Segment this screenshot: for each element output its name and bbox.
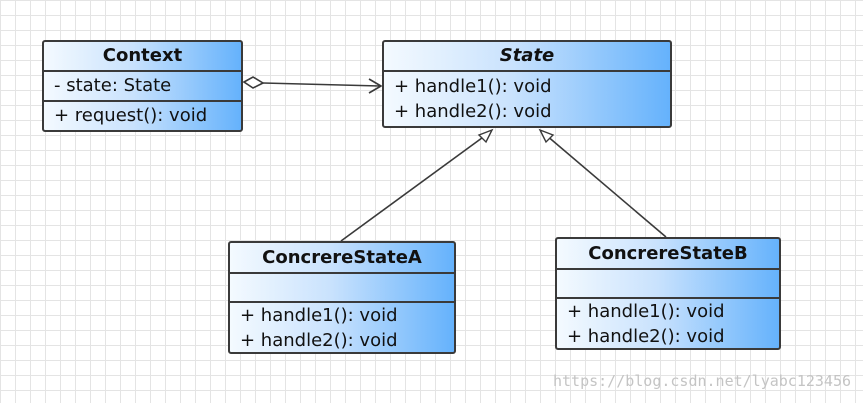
generalization-line-a — [340, 134, 487, 242]
attribute-section — [557, 270, 779, 299]
class-name: Context — [44, 42, 241, 72]
generalization-line-b — [545, 134, 667, 238]
aggregation-connector[interactable] — [242, 76, 383, 94]
operation-section: + handle1(): void + handle2(): void — [384, 72, 670, 124]
class-context[interactable]: Context - state: State + request(): void — [42, 40, 243, 132]
inheritance-triangle-icon — [477, 128, 494, 144]
attribute: - state: State — [54, 75, 172, 96]
operation: + handle2(): void — [394, 101, 552, 122]
attribute-section: - state: State — [44, 72, 241, 102]
operation: + handle2(): void — [567, 326, 725, 347]
class-state[interactable]: State + handle1(): void + handle2(): voi… — [382, 40, 672, 128]
class-name: State — [384, 42, 670, 72]
operation-section: + handle1(): void + handle2(): void — [557, 299, 779, 348]
inheritance-triangle-icon — [538, 128, 555, 144]
operation: + request(): void — [54, 105, 208, 126]
attribute-section — [230, 274, 454, 303]
open-arrowhead-icon — [368, 78, 383, 94]
aggregation-diamond-icon — [242, 76, 265, 89]
operation-section: + request(): void — [44, 102, 241, 130]
generalization-connector-b[interactable] — [538, 128, 667, 238]
operation: + handle2(): void — [240, 330, 398, 351]
operation: + handle1(): void — [567, 301, 725, 322]
aggregation-line — [262, 82, 381, 87]
generalization-connector-a[interactable] — [340, 128, 494, 242]
class-name: ConcrereStateB — [557, 239, 779, 270]
class-concrete-state-b[interactable]: ConcrereStateB + handle1(): void + handl… — [555, 237, 781, 350]
operation-section: + handle1(): void + handle2(): void — [230, 303, 454, 352]
operation: + handle1(): void — [240, 305, 398, 326]
class-name: ConcrereStateA — [230, 243, 454, 274]
class-concrete-state-a[interactable]: ConcrereStateA + handle1(): void + handl… — [228, 241, 456, 354]
watermark-text: https://blog.csdn.net/lyabc123456 — [552, 372, 851, 390]
operation: + handle1(): void — [394, 76, 552, 97]
